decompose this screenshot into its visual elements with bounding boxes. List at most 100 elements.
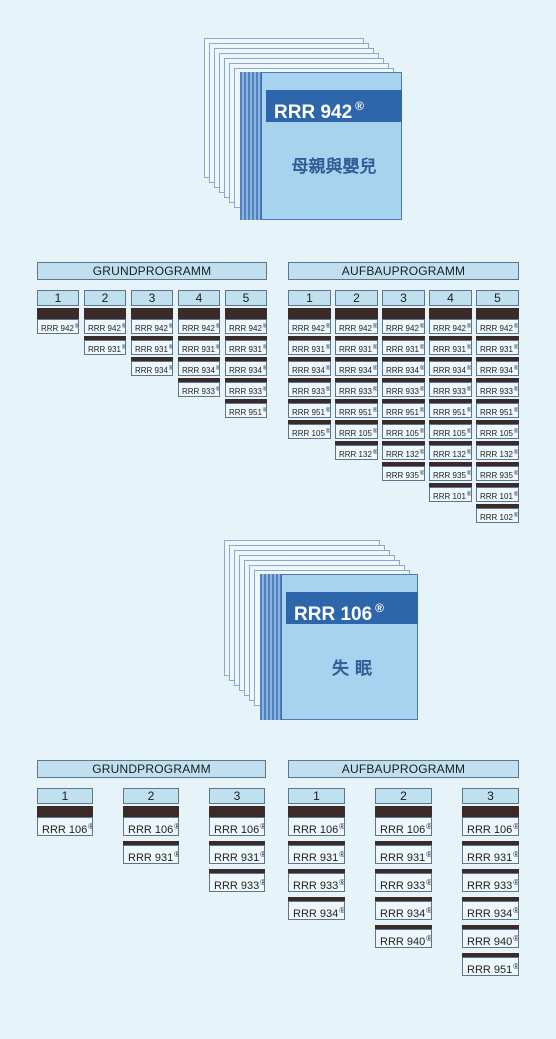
program-item: RRR 942® [225,319,267,334]
program-item-label: RRR 951 [339,408,372,417]
column-number: 2 [375,788,432,804]
registered-mark: ® [355,99,364,113]
program-item: RRR 942® [288,319,331,334]
registered-mark: ® [372,345,378,351]
registered-mark: ® [215,366,220,372]
program-item-label: RRR 942 [88,324,121,333]
registered-mark: ® [375,601,384,615]
registered-mark: ® [426,822,432,831]
program-item: RRR 101® [429,487,472,502]
registered-mark: ® [262,387,267,393]
registered-mark: ® [88,822,92,831]
registered-mark: ® [325,387,331,393]
registered-mark: ® [513,450,519,456]
program-item-label: RRR 933 [339,387,372,396]
program-item: RRR 931® [429,340,472,355]
program-item: RRR 951® [429,403,472,418]
registered-mark: ® [426,878,432,887]
registered-mark: ® [466,429,472,435]
program-item-label: RRR 942 [229,324,262,333]
registered-mark: ® [513,878,519,887]
registered-mark: ® [513,345,519,351]
program-item-label: RRR 102 [480,513,513,522]
program-item-label: RRR 931 [293,852,339,864]
program-item-label: RRR 931 [292,345,325,354]
book-subtitle: 失 眠 [332,659,372,679]
program-item-label: RRR 933 [293,880,339,892]
program-item: RRR 951® [288,403,331,418]
program-item-label: RRR 934 [292,366,325,375]
program-item: RRR 931® [335,340,378,355]
program-item: RRR 132® [476,445,519,460]
program-item-label: RRR 934 [480,366,513,375]
program-item: RRR 942® [178,319,220,334]
program-item: RRR 931® [131,340,173,355]
program-item-label: RRR 951 [433,408,466,417]
program-item: RRR 942® [84,319,126,334]
program-item-label: RRR 931 [480,345,513,354]
program-item-label: RRR 934 [135,366,168,375]
program-item-label: RRR 105 [480,429,513,438]
program-item: RRR 931® [209,845,265,864]
program-item-label: RRR 933 [467,880,513,892]
program-item: RRR 933® [382,382,425,397]
program-item-label: RRR 931 [386,345,419,354]
program-item: RRR 934® [288,361,331,376]
program-item: RRR 940® [462,929,519,948]
program-item: RRR 106® [288,817,345,836]
program-item-label: RRR 935 [433,471,466,480]
program-item-label: RRR 106 [214,824,260,836]
program-item-label: RRR 931 [128,852,174,864]
registered-mark: ® [339,878,345,887]
column-number: 1 [288,290,331,306]
program-item: RRR 132® [382,445,425,460]
registered-mark: ® [466,471,472,477]
registered-mark: ® [419,387,425,393]
program-item-label: RRR 933 [182,387,215,396]
registered-mark: ® [262,345,267,351]
column-divider-bar [178,308,220,319]
registered-mark: ® [215,387,220,393]
program-item-label: RRR 933 [386,387,419,396]
program-item: RRR 931® [225,340,267,355]
registered-mark: ® [426,906,432,915]
program-item: RRR 105® [382,424,425,439]
registered-mark: ® [513,471,519,477]
program-item: RRR 934® [375,901,432,920]
registered-mark: ® [260,878,264,887]
registered-mark: ® [260,850,264,859]
program-item-label: RRR 951 [386,408,419,417]
program-item: RRR 105® [476,424,519,439]
program-item-label: RRR 951 [229,408,262,417]
registered-mark: ® [419,471,425,477]
program-item-label: RRR 106 [380,824,426,836]
registered-mark: ® [121,345,126,351]
program-item: RRR 931® [178,340,220,355]
column-divider-bar [131,308,173,319]
program-item: RRR 933® [288,873,345,892]
program-item: RRR 951® [382,403,425,418]
registered-mark: ® [426,934,432,943]
program-item-label: RRR 934 [229,366,262,375]
book-title-text: RRR 106 [294,604,373,625]
program-item-label: RRR 934 [293,908,339,920]
program-item-label: RRR 942 [480,324,513,333]
registered-mark: ® [466,492,472,498]
program-item: RRR 933® [225,382,267,397]
registered-mark: ® [513,324,519,330]
registered-mark: ® [215,324,220,330]
program-item: RRR 931® [288,845,345,864]
program-item-label: RRR 132 [339,450,372,459]
program-item-label: RRR 942 [339,324,372,333]
program-item: RRR 942® [429,319,472,334]
program-item-label: RRR 931 [88,345,121,354]
program-item: RRR 933® [375,873,432,892]
registered-mark: ® [466,450,472,456]
registered-mark: ® [466,387,472,393]
program-item: RRR 934® [178,361,220,376]
program-item: RRR 106® [209,817,265,836]
program-item: RRR 934® [462,901,519,920]
program-item: RRR 942® [335,319,378,334]
program-item-label: RRR 105 [433,429,466,438]
